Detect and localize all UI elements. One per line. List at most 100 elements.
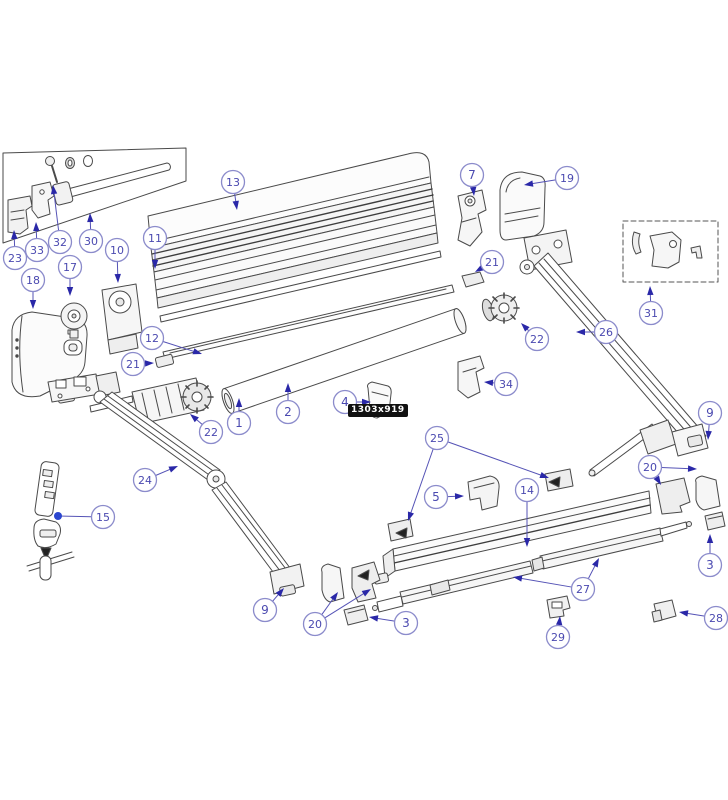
svg-text:27: 27 <box>576 583 590 596</box>
svg-text:31: 31 <box>644 307 658 320</box>
leader-arrowhead <box>706 534 714 543</box>
leader-arrowhead <box>523 538 531 547</box>
leader-arrowhead <box>407 511 414 521</box>
svg-text:25: 25 <box>430 432 444 445</box>
leader-line <box>518 577 572 588</box>
leader-dot <box>54 512 62 520</box>
part-clip-25-left <box>387 518 414 542</box>
leader-line <box>684 612 705 617</box>
svg-text:26: 26 <box>599 326 613 339</box>
part-bracket-20-bottom <box>351 561 381 603</box>
svg-text:34: 34 <box>499 378 513 391</box>
leader-arrowhead <box>11 230 18 240</box>
part-kit-box-31 <box>622 220 719 283</box>
svg-text:28: 28 <box>709 612 723 625</box>
part-bracket-33 <box>31 181 55 219</box>
part-arm-end-9-left <box>269 563 305 595</box>
part-pin-15 <box>39 555 52 581</box>
svg-text:30: 30 <box>84 235 98 248</box>
svg-text:22: 22 <box>530 333 544 346</box>
leader-line <box>162 341 197 353</box>
part-ring-b <box>83 155 93 167</box>
leader-arrowhead <box>151 260 159 269</box>
leader-line <box>409 448 434 516</box>
callout-14: 14 <box>514 477 540 503</box>
svg-text:10: 10 <box>110 244 124 257</box>
callout-5: 5 <box>423 484 449 510</box>
callout-20: 20 <box>637 454 663 480</box>
leader-line <box>529 179 556 185</box>
part-cassette-lip <box>156 232 439 309</box>
leader-line <box>447 441 544 477</box>
part-shoulder-block <box>95 371 121 397</box>
leader-arrowhead <box>521 323 530 332</box>
part-roller-tube-small <box>56 162 171 200</box>
svg-text:23: 23 <box>8 252 22 265</box>
svg-text:20: 20 <box>643 461 657 474</box>
svg-text:7: 7 <box>468 168 476 182</box>
callout-3: 3 <box>393 610 419 636</box>
callout-21: 21 <box>479 249 505 275</box>
part-bracket-5 <box>467 475 500 511</box>
part-clamp-3-bottom <box>343 604 369 626</box>
assembly-arrow <box>548 476 561 488</box>
leader-arrowhead <box>555 616 563 626</box>
svg-text:13: 13 <box>226 176 240 189</box>
callout-31: 31 <box>638 300 664 326</box>
callout-9: 9 <box>252 597 278 623</box>
leader-arrowhead <box>513 575 523 582</box>
leader-arrowhead <box>705 430 712 440</box>
leader-arrowhead <box>647 286 654 296</box>
svg-text:22: 22 <box>204 426 218 439</box>
inset-box <box>2 147 187 244</box>
leader-line <box>321 596 335 615</box>
callout-23: 23 <box>2 245 28 271</box>
leader-line <box>324 591 367 619</box>
svg-text:18: 18 <box>26 274 40 287</box>
part-cassette-lid <box>147 152 432 249</box>
part-tension-arm-a <box>399 560 534 605</box>
svg-text:4: 4 <box>341 395 349 409</box>
svg-text:3: 3 <box>402 616 410 630</box>
callout-27: 27 <box>570 576 596 602</box>
leader-arrowhead <box>192 348 202 355</box>
svg-text:3: 3 <box>706 558 714 572</box>
leader-line <box>155 467 173 476</box>
leader-line <box>374 617 395 622</box>
callout-19: 19 <box>554 165 580 191</box>
part-cassette-flap <box>159 250 442 323</box>
svg-text:2: 2 <box>284 405 292 419</box>
assembly-arrow <box>357 569 370 581</box>
svg-text:32: 32 <box>53 236 67 249</box>
svg-text:15: 15 <box>96 511 110 524</box>
svg-text:5: 5 <box>432 490 440 504</box>
callout-13: 13 <box>220 169 246 195</box>
leader-lines <box>11 179 714 626</box>
callout-18: 18 <box>20 267 46 293</box>
callout-10: 10 <box>104 237 130 263</box>
leader-arrowhead <box>361 589 371 597</box>
svg-text:21: 21 <box>485 256 499 269</box>
leader-arrowhead <box>235 398 243 407</box>
leader-arrowhead <box>330 592 338 602</box>
part-bracket-7 <box>457 189 487 247</box>
svg-text:11: 11 <box>148 232 162 245</box>
svg-text:12: 12 <box>145 332 159 345</box>
leader-arrowhead <box>275 588 284 597</box>
callout-21: 21 <box>120 351 146 377</box>
leader-arrowhead <box>168 466 178 473</box>
leader-arrowhead <box>144 360 154 367</box>
part-clip-21-upper <box>461 271 485 288</box>
part-hood-19 <box>499 171 546 241</box>
leader-arrowhead <box>469 186 477 196</box>
leader-arrowhead <box>592 558 599 568</box>
leader-arrowhead <box>284 383 292 392</box>
svg-text:21: 21 <box>126 358 140 371</box>
leader-line <box>53 190 60 231</box>
svg-text:33: 33 <box>30 244 44 257</box>
leader-arrowhead <box>362 398 371 406</box>
callout-32: 32 <box>47 229 73 255</box>
part-kit-plate <box>649 231 682 269</box>
